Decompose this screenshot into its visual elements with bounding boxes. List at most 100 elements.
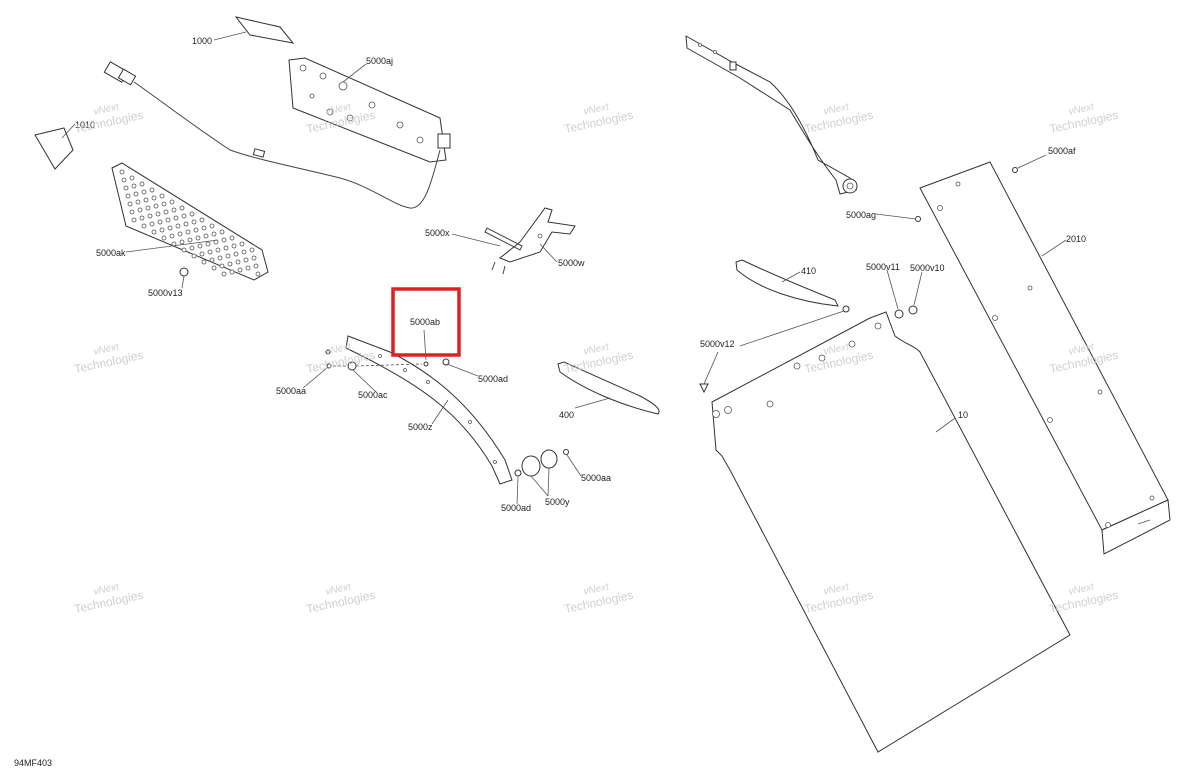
watermark-text: vNextTechnologies bbox=[71, 577, 145, 616]
callout-5000af[interactable]: 5000af bbox=[1048, 146, 1076, 156]
perforation-hole bbox=[237, 267, 243, 273]
perforation-hole bbox=[235, 259, 241, 265]
callout-5000v12[interactable]: 5000v12 bbox=[700, 339, 735, 349]
part-400-strip bbox=[557, 361, 660, 415]
watermark-text: vNextTechnologies bbox=[1046, 97, 1120, 136]
callout-5000ak[interactable]: 5000ak bbox=[96, 248, 126, 258]
part-5000aj-plate bbox=[288, 57, 451, 163]
watermark-line1: vNext bbox=[93, 101, 121, 117]
watermark-line1: vNext bbox=[93, 581, 121, 597]
watermark-line1: vNext bbox=[1068, 101, 1096, 117]
watermark-line1: vNext bbox=[823, 581, 851, 597]
perforation-hole bbox=[205, 241, 211, 247]
callout-5000ab[interactable]: 5000ab bbox=[410, 317, 440, 327]
perforation-hole bbox=[165, 217, 171, 223]
perforation-hole bbox=[221, 271, 227, 277]
perforation-hole bbox=[233, 251, 239, 257]
watermark-text: vNextTechnologies bbox=[71, 337, 145, 376]
perforation-hole bbox=[245, 265, 251, 271]
perforation-hole bbox=[183, 221, 189, 227]
callout-10[interactable]: 10 bbox=[958, 410, 968, 420]
part-10-flap bbox=[711, 311, 1071, 753]
callout-5000aa-lower[interactable]: 5000aa bbox=[581, 473, 611, 483]
callout-5000v10[interactable]: 5000v10 bbox=[910, 263, 945, 273]
perforation-hole bbox=[199, 251, 205, 257]
perforation-hole bbox=[137, 207, 143, 213]
callout-5000ad-upper[interactable]: 5000ad bbox=[478, 374, 508, 384]
perforation-hole bbox=[199, 217, 205, 223]
perforation-hole bbox=[201, 225, 207, 231]
callout-5000x[interactable]: 5000x bbox=[425, 228, 450, 238]
watermark-text: vNextTechnologies bbox=[561, 97, 635, 136]
perforation-hole bbox=[211, 265, 217, 271]
watermark-line1: vNext bbox=[325, 341, 353, 357]
callout-5000ac[interactable]: 5000ac bbox=[358, 390, 388, 400]
perforation-hole bbox=[169, 233, 175, 239]
watermark-text: vNextTechnologies bbox=[561, 577, 635, 616]
perforation-hole bbox=[167, 225, 173, 231]
perforation-hole bbox=[221, 237, 227, 243]
perforation-hole bbox=[175, 223, 181, 229]
perforation-hole bbox=[255, 271, 261, 277]
perforation-hole bbox=[217, 255, 223, 261]
perforation-hole bbox=[231, 243, 237, 249]
watermark-text: vNextTechnologies bbox=[303, 577, 377, 616]
perforation-hole bbox=[177, 231, 183, 237]
perforation-hole bbox=[229, 235, 235, 241]
part-5000y-washers bbox=[514, 449, 569, 477]
watermark-text: vNextTechnologies bbox=[801, 97, 875, 136]
perforation-hole bbox=[151, 229, 157, 235]
callout-1000[interactable]: 1000 bbox=[192, 36, 212, 46]
callout-2010[interactable]: 2010 bbox=[1066, 234, 1086, 244]
perforation-hole bbox=[157, 219, 163, 225]
part-5000w-bracket bbox=[484, 207, 576, 275]
perforation-hole bbox=[145, 205, 151, 211]
perforation-hole bbox=[149, 187, 155, 193]
watermark-text: vNextTechnologies bbox=[71, 97, 145, 136]
perforation-hole bbox=[173, 215, 179, 221]
callout-5000z[interactable]: 5000z bbox=[408, 422, 433, 432]
perforation-hole bbox=[131, 183, 137, 189]
perforation-hole bbox=[191, 219, 197, 225]
perforation-hole bbox=[225, 253, 231, 259]
perforation-hole bbox=[223, 245, 229, 251]
callout-410[interactable]: 410 bbox=[801, 266, 816, 276]
watermark-line1: vNext bbox=[823, 341, 851, 357]
callout-5000ag[interactable]: 5000ag bbox=[846, 210, 876, 220]
perforation-hole bbox=[159, 227, 165, 233]
part-1000-decal bbox=[234, 16, 295, 44]
watermark-text: vNextTechnologies bbox=[561, 337, 635, 376]
callout-5000v13[interactable]: 5000v13 bbox=[148, 288, 183, 298]
callout-5000w[interactable]: 5000w bbox=[558, 258, 585, 268]
part-upper-arm bbox=[685, 35, 858, 195]
watermark-line1: vNext bbox=[583, 341, 611, 357]
perforation-hole bbox=[149, 221, 155, 227]
part-410-strip bbox=[735, 259, 839, 307]
part-5000ak-pad bbox=[111, 162, 269, 281]
watermark-line1: vNext bbox=[325, 101, 353, 117]
perforation-hole bbox=[121, 177, 127, 183]
perforation-hole bbox=[153, 203, 159, 209]
perforation-hole bbox=[127, 201, 133, 207]
callout-1010[interactable]: 1010 bbox=[75, 120, 95, 130]
perforation-hole bbox=[143, 197, 149, 203]
part-center-hardware bbox=[325, 349, 450, 371]
part-2010-panel bbox=[919, 161, 1171, 555]
callout-5000ad-lower[interactable]: 5000ad bbox=[501, 503, 531, 513]
watermark-line1: vNext bbox=[325, 581, 353, 597]
callout-5000aa-upper[interactable]: 5000aa bbox=[276, 386, 306, 396]
perforation-hole bbox=[159, 193, 165, 199]
perforation-hole bbox=[129, 209, 135, 215]
perforation-hole bbox=[163, 209, 169, 215]
perforation-hole bbox=[123, 185, 129, 191]
perforation-hole bbox=[141, 223, 147, 229]
perforation-hole bbox=[161, 201, 167, 207]
callout-5000v11[interactable]: 5000v11 bbox=[866, 262, 900, 272]
callout-400[interactable]: 400 bbox=[559, 410, 574, 420]
perforation-hole bbox=[125, 193, 131, 199]
callout-5000y[interactable]: 5000y bbox=[545, 497, 570, 507]
perforation-hole bbox=[211, 231, 217, 237]
perforation-hole bbox=[139, 215, 145, 221]
callout-5000aj[interactable]: 5000aj bbox=[366, 56, 393, 66]
